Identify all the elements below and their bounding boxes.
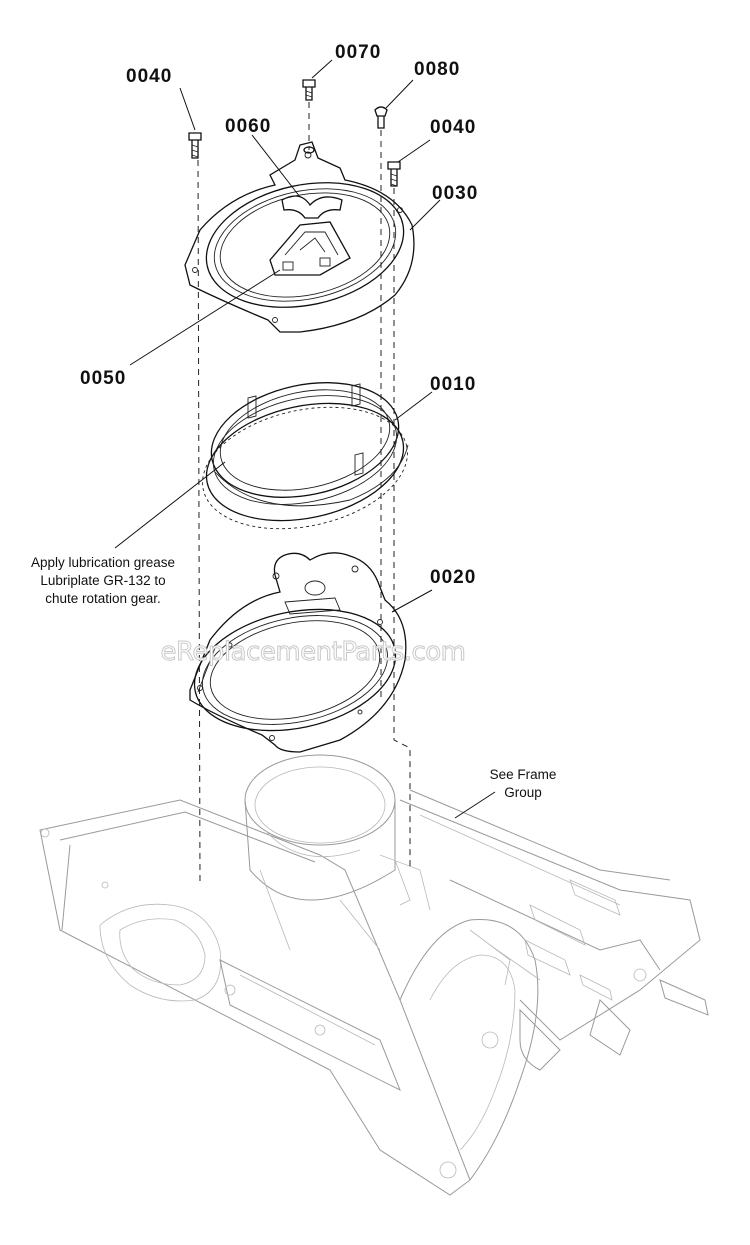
lube-note-line-2: Lubriplate GR-132 to (40, 573, 165, 588)
leader-lines (114, 59, 496, 819)
frame-housing-drawing (39, 754, 709, 1196)
bolt-0040-right-drawing (387, 161, 401, 187)
label-0030: 0030 (432, 183, 478, 204)
lube-note-line-1: Apply lubrication grease (31, 555, 175, 570)
watermark-text: eReplacementParts.com (160, 637, 465, 667)
label-0010: 0010 (430, 374, 476, 395)
part-0050-bracket-drawing (269, 221, 351, 276)
label-0080: 0080 (414, 59, 460, 80)
part-0020-mounting-plate-drawing (189, 552, 407, 753)
alignment-lines (197, 102, 411, 886)
bolt-0070-drawing (302, 79, 316, 154)
frame-note-line-1: See Frame (490, 767, 557, 782)
lube-note-line-3: chute rotation gear. (45, 591, 161, 606)
label-0050: 0050 (80, 368, 126, 389)
label-0060: 0060 (225, 116, 271, 137)
label-0020: 0020 (430, 567, 476, 588)
label-0040-left: 0040 (126, 66, 172, 87)
part-0010-rotation-gear-drawing (202, 382, 409, 530)
bolt-0080-drawing (374, 106, 388, 129)
part-0030-chute-base-drawing (184, 141, 415, 333)
label-0070: 0070 (335, 42, 381, 63)
part-0060-clip-drawing (281, 195, 343, 219)
label-0040-right: 0040 (430, 117, 476, 138)
bolt-0040-left-drawing (188, 132, 202, 159)
frame-note-line-2: Group (504, 785, 542, 800)
